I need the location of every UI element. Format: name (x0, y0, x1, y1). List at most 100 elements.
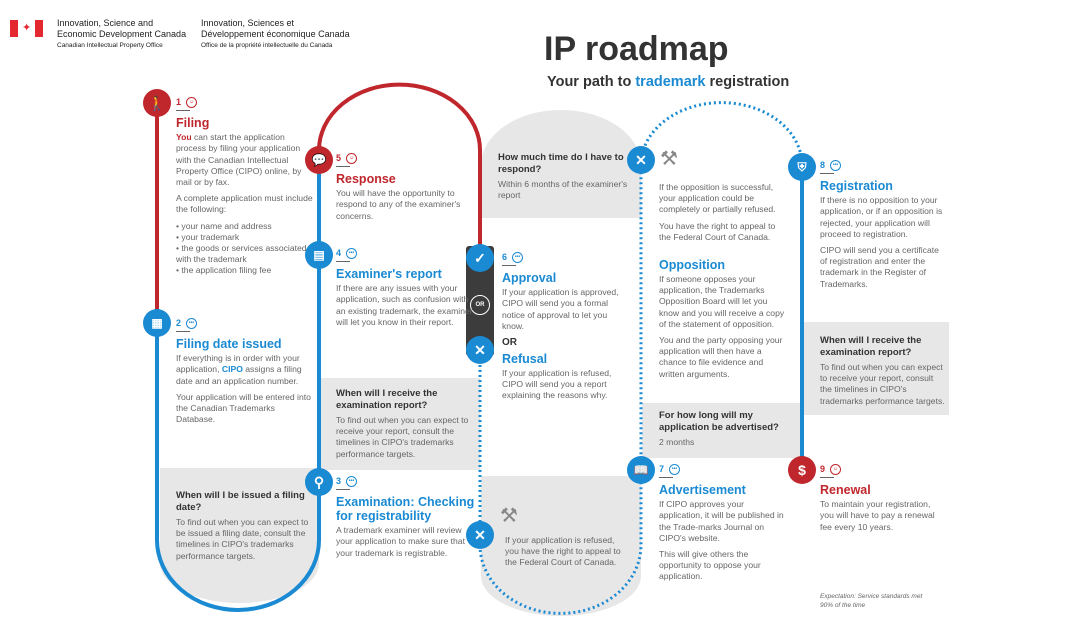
cipo-icon: ••• (346, 476, 358, 488)
cipo-icon: ••• (346, 248, 358, 260)
org-fr-line1: Innovation, Sciences et (201, 18, 295, 28)
step-title: Filing date issued (176, 337, 282, 352)
or-badge: OR (470, 295, 490, 315)
opposition-success: If the opposition is successful, your ap… (659, 182, 789, 248)
faq-box-respond (481, 110, 641, 218)
refusal-x-icon-2: ✕ (466, 521, 494, 549)
divider (336, 489, 350, 491)
org-fr: Innovation, Sciences et Développement éc… (201, 18, 350, 52)
cipo-icon: ••• (512, 252, 524, 264)
faq-question: When will I be issued a filing date? (176, 490, 305, 513)
path-segment-response (317, 82, 482, 258)
or-badge-label: OR (475, 302, 485, 308)
step-number-label: 7 (659, 464, 665, 474)
org-fr-line2: Développement économique Canada (201, 28, 350, 39)
list-item: the application filing fee (176, 265, 316, 276)
step-text: If your application is approved, CIPO wi… (502, 287, 619, 331)
step-text-2: This will give others the opportunity to… (659, 549, 761, 582)
step-text: You will have the opportunity to respond… (336, 188, 461, 221)
org-en-line2: Economic Development Canada (57, 28, 187, 39)
office-fr: Office de la propriété intellectuelle du… (201, 42, 333, 49)
faq-box-exam-report-2 (803, 322, 949, 415)
faq-answer: 2 months (659, 437, 695, 447)
step-response: 5☺ Response You will have the opportunit… (336, 153, 471, 227)
calendar-icon: ▦ (143, 309, 171, 337)
step-number: 2••• (176, 318, 311, 330)
path-segment-exam (155, 160, 321, 612)
list-item: the goods or services associated with th… (176, 243, 316, 265)
step-number-label: 5 (336, 153, 342, 163)
step-renewal: 9☺ Renewal To maintain your registration… (820, 464, 945, 538)
step-title: Examination: Checking for registrability (336, 495, 475, 524)
list-item: your name and address (176, 221, 316, 232)
step-text: If CIPO approves your application, it wi… (659, 499, 784, 543)
step-examination: 3 ••• Examination: Checking for registrab… (336, 476, 476, 564)
faq-box-exam-report (320, 378, 480, 470)
step-number-label: 3 (336, 476, 342, 486)
step-text: can start the application process by fil… (176, 132, 302, 188)
step-number-label: 1 (176, 97, 182, 107)
step-text: If there are any issues with your applic… (336, 283, 473, 327)
cipo-label: CIPO (221, 364, 243, 375)
faq-box-refused (481, 476, 641, 616)
step-filing-date: 2••• Filing date issued If everything is… (176, 318, 311, 430)
step-examiner-report: 4••• Examiner's report If there are any … (336, 248, 476, 333)
faq-refused-appeal: If your application is refused, you have… (505, 535, 625, 574)
faq-question: When will I receive the examination repo… (336, 388, 438, 411)
magnifier-icon: ⚲ (305, 468, 333, 496)
step-text: If everything is in order with your appl… (176, 353, 300, 375)
step-text: If the opposition is successful, your ap… (659, 182, 776, 215)
step-title: Opposition (659, 258, 725, 272)
gavel-icon-2: ⚒ (500, 505, 518, 527)
step-title: Examiner's report (336, 267, 442, 282)
path-segment-opposition (639, 101, 804, 166)
step-number: 9☺ (820, 464, 945, 476)
step-opposition: Opposition If someone opposes your appli… (659, 258, 789, 385)
path-segment-refusal (478, 160, 643, 615)
step-title: Approval (502, 271, 557, 286)
step-text-2: Your application will be entered into th… (176, 391, 311, 425)
step-text-2: CIPO will send you a certificate of regi… (820, 245, 939, 289)
step-registration: 8••• Registration If there is no opposit… (820, 160, 945, 295)
step-text: If there is no opposition to your applic… (820, 195, 943, 239)
faq-exam-report: When will I receive the examination repo… (336, 388, 476, 465)
divider (336, 261, 350, 263)
step-number: 8••• (820, 160, 945, 172)
step-approval: 6 ••• Approval If your application is app… (502, 252, 627, 407)
step-number: 6 ••• (502, 252, 627, 264)
gavel-icon: ⚒ (660, 148, 678, 170)
person-icon: ☺ (830, 464, 842, 476)
filing-person-icon: 🚶 (143, 89, 171, 117)
faq-box-filing-date (160, 468, 319, 603)
step-title: Advertisement (659, 483, 746, 498)
faq-question: When will I receive the examination repo… (820, 335, 922, 358)
person-icon: ☺ (186, 97, 198, 109)
refusal-text: If your application is refused, CIPO wil… (502, 368, 612, 401)
faq-advertised: For how long will my application be adve… (659, 410, 799, 453)
cipo-icon: ••• (669, 464, 681, 476)
cipo-icon: ••• (186, 318, 198, 330)
or-label: OR (502, 337, 517, 349)
conversation-icon: 💬 (305, 146, 333, 174)
step-number-label: 8 (820, 160, 826, 170)
subtitle-pre: Your path to (547, 74, 636, 90)
step-text-2: You and the party opposing your applicat… (659, 335, 783, 379)
faq-answer: Within 6 months of the examiner's report (498, 179, 628, 201)
page-title: IP roadmap (544, 30, 729, 68)
faq-exam-report-2: When will I receive the examination repo… (820, 335, 945, 412)
org-en-line1: Innovation, Science and (57, 18, 154, 28)
divider (820, 477, 834, 479)
canada-flag: ✦ (10, 20, 43, 37)
step-advertisement: 7 ••• Advertisement If CIPO approves your… (659, 464, 789, 588)
faq-answer: To find out when you can expect to recei… (820, 362, 945, 406)
step-number: 5☺ (336, 153, 471, 165)
step-number-label: 6 (502, 252, 508, 262)
step-title: Renewal (820, 483, 871, 498)
faq-respond: How much time do I have to respond? With… (498, 152, 628, 206)
book-icon: 📖 (627, 456, 655, 484)
org-en: Innovation, Science and Economic Develop… (57, 18, 186, 52)
step-title: Filing (176, 116, 210, 131)
faq-question: How much time do I have to respond? (498, 152, 624, 175)
step-number: 4••• (336, 248, 476, 260)
faq-answer: To find out when you can expect to be is… (176, 517, 309, 561)
